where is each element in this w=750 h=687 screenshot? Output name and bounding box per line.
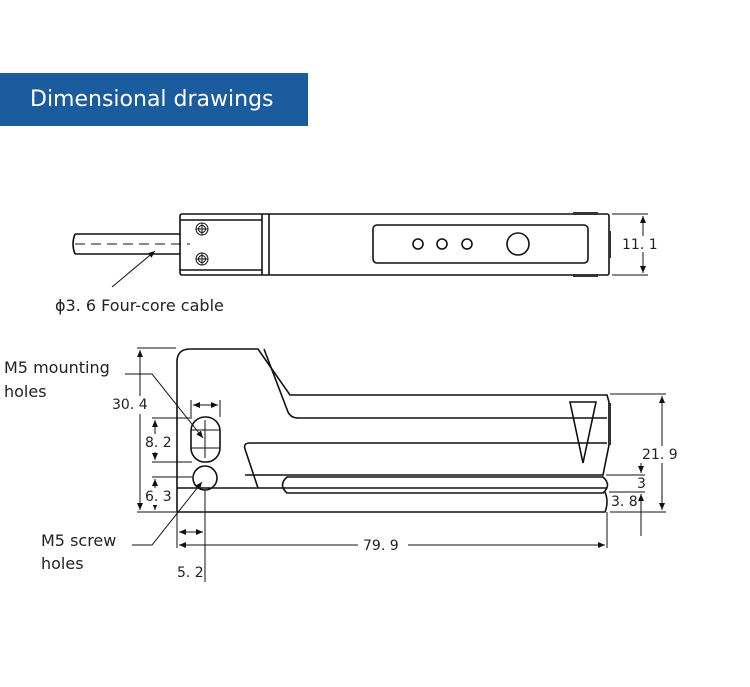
sensor-body-top [179, 213, 610, 276]
mounting-holes-label: M5 mounting [4, 358, 110, 377]
detection-mark-icon [569, 401, 597, 464]
cable-label: ϕ3. 6 Four-core cable [55, 296, 224, 315]
screw-holes-label: holes [41, 554, 84, 573]
sensor-body-side [190, 348, 610, 476]
length-dim: 79. 9 [363, 538, 399, 554]
cable [72, 233, 190, 255]
screw-icon [195, 222, 209, 236]
right-height-dim: 21. 9 [642, 447, 678, 463]
base-dim: 3. 8 [611, 494, 638, 510]
screw-icon [195, 252, 209, 266]
mounting-holes-label: holes [4, 382, 47, 401]
led-icon [436, 238, 448, 250]
mounting-hole [190, 416, 221, 463]
height-dim-label: 11. 1 [622, 237, 658, 253]
led-icon [461, 238, 473, 250]
screw-offset-dim: 5. 2 [177, 565, 204, 581]
led-icon [412, 238, 424, 250]
top-view: 11. 1 ϕ3. 6 Four-core cable [55, 212, 660, 315]
section-header: Dimensional drawings [0, 73, 308, 126]
side-view: 30. 4 8. 2 6. 3 79. 9 5. 2 21. 9 3 3. 8 … [4, 347, 678, 582]
slot [281, 476, 609, 494]
screw-height-dim: 6. 3 [145, 489, 172, 505]
slot-height-dim: 8. 2 [145, 435, 172, 451]
button-icon [506, 232, 530, 256]
gap-dim: 3 [637, 476, 646, 492]
total-height-dim: 30. 4 [112, 397, 148, 413]
screw-holes-label: M5 screw [41, 531, 116, 550]
screw-hole [192, 465, 218, 491]
indicator-panel [372, 224, 589, 264]
section-title: Dimensional drawings [30, 87, 274, 112]
